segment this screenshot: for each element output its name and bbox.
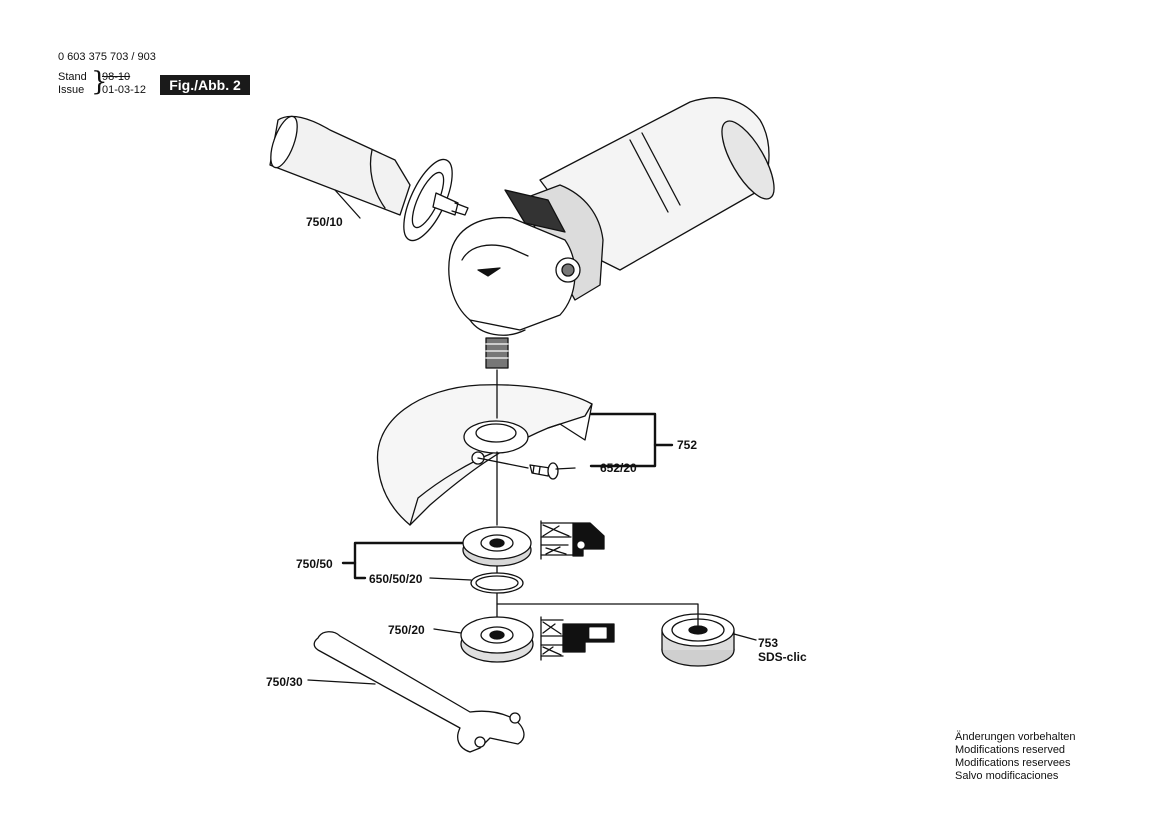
flange-nut[interactable]	[462, 526, 532, 567]
figure-badge: Fig./Abb. 2	[160, 75, 250, 95]
notice-de: Änderungen vorbehalten	[955, 731, 1076, 743]
issue-value: 01-03-12	[102, 84, 147, 96]
brace-glyph: }	[91, 67, 108, 97]
label-o-ring: 650/50/20	[369, 572, 423, 586]
spanner[interactable]	[313, 631, 525, 753]
angle-grinder-body[interactable]	[448, 97, 784, 369]
backing-flange-section	[540, 616, 615, 661]
notice-en: Modifications reserved	[955, 744, 1066, 756]
leader-lines	[307, 189, 757, 685]
label-quick-nut: 753	[758, 636, 779, 650]
wheel-guard[interactable]	[376, 384, 593, 526]
label-handle: 750/10	[306, 215, 343, 229]
label-quick-nut-name: SDS-clic	[758, 650, 807, 664]
o-ring[interactable]	[470, 572, 524, 594]
label-backing-flange: 750/20	[388, 623, 425, 637]
guard-screw[interactable]	[529, 462, 559, 480]
backing-flange[interactable]	[460, 616, 534, 663]
sds-clic-nut[interactable]	[661, 613, 735, 667]
side-handle[interactable]	[265, 113, 469, 247]
modifications-notice: Änderungen vorbehalten Modifications res…	[955, 731, 1075, 783]
flange-nut-section	[540, 520, 605, 560]
label-guard: 752	[677, 438, 698, 452]
label-spanner: 750/30	[266, 675, 303, 689]
label-screw: 652/20	[600, 461, 637, 475]
label-flange-nut: 750/50	[296, 557, 333, 571]
document-number: 0 603 375 703 / 903	[58, 51, 156, 63]
issue-label: Issue	[58, 84, 85, 96]
stand-label: Stand	[58, 71, 87, 83]
notice-es: Salvo modificaciones	[955, 770, 1059, 782]
stand-value: 98-10	[102, 71, 131, 83]
notice-fr: Modifications reservees	[955, 757, 1071, 769]
